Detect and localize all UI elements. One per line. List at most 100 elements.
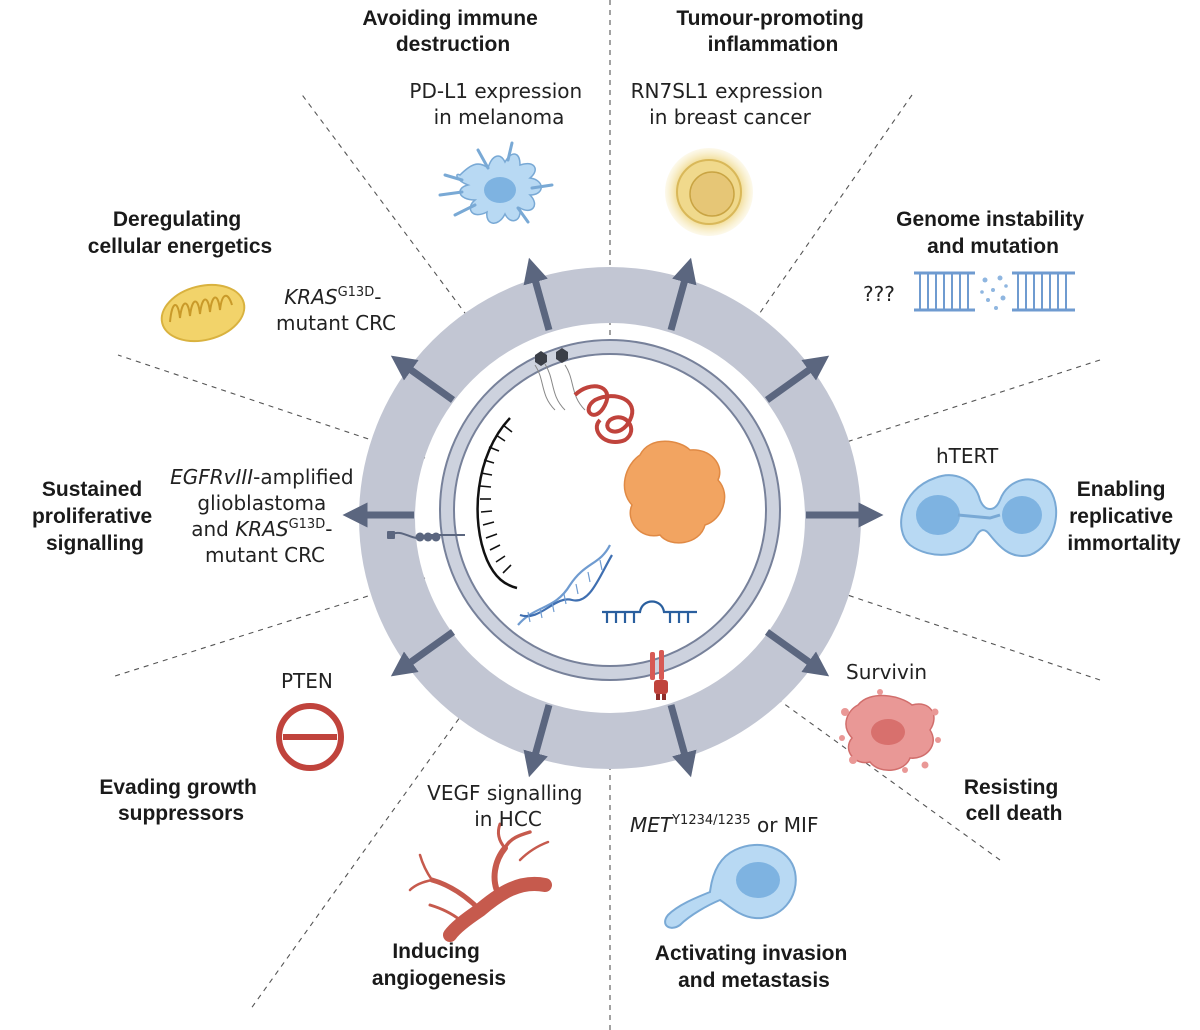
example-unknown: ??? (863, 282, 895, 306)
example-kras-line1: KRASG13D- (284, 285, 381, 309)
arrow-angiogenesis (523, 704, 553, 778)
example-kras-crc: KRASG13D- mutant CRC (276, 285, 396, 335)
label-resisting-cell-death: Resisting cell death (964, 776, 1064, 825)
label-tumour-promoting-inflammation: Tumour-promoting inflammation (676, 7, 869, 56)
example-kras-gene: KRAS (284, 285, 338, 309)
example-egfr-gene: EGFRvIII (170, 465, 253, 489)
example-rn7sl1-breast-cancer: RN7SL1 expression in breast cancer (631, 79, 830, 129)
migrating-cell-icon (664, 843, 797, 929)
label-avoiding-immune-line1: Avoiding immune (362, 7, 537, 30)
label-invasion-line1: Activating invasion (655, 942, 848, 965)
label-tumour-inflammation-line2: inflammation (708, 33, 839, 56)
example-pten: PTEN (281, 669, 333, 693)
example-egfr-line3: and KRASG13D- (191, 517, 332, 541)
example-kras-post: - (374, 285, 381, 309)
label-genome-instability-line2: and mutation (927, 235, 1059, 258)
label-resisting-death-line1: Resisting (964, 776, 1059, 799)
example-met-rest: or MIF (751, 813, 819, 837)
example-kras-line2: mutant CRC (276, 311, 396, 335)
arrow-inflammation (667, 257, 697, 331)
example-egfr-line1-rest: -amplified (253, 465, 353, 489)
membrane-hexagon-proteins (535, 348, 568, 366)
label-evading-growth-suppressors: Evading growth suppressors (99, 776, 262, 825)
mitochondrion-icon (160, 283, 246, 343)
example-met-mif: METY1234/1235 or MIF (630, 813, 818, 837)
example-kras-sup: G13D (338, 285, 375, 300)
example-htert: hTERT (936, 444, 999, 468)
label-energetics-line2: cellular energetics (88, 235, 272, 258)
label-avoiding-immune-destruction: Avoiding immune destruction (362, 7, 543, 56)
example-pdl1-line1: PD-L1 expression (409, 79, 582, 103)
apoptotic-cell-icon (839, 689, 941, 773)
example-egfr-line3-sup: G13D (289, 517, 326, 532)
label-replicative-immortality-line1: Enabling (1077, 478, 1166, 501)
protein-blob-orange (623, 440, 726, 544)
label-sustained-proliferative-signalling: Sustained proliferative signalling (32, 478, 158, 555)
label-angiogenesis-line1: Inducing (392, 940, 480, 963)
label-replicative-immortality-line2: replicative (1069, 505, 1173, 528)
label-evading-line2: suppressors (118, 802, 244, 825)
label-genome-instability: Genome instability and mutation (896, 208, 1090, 258)
example-met-gene: MET (630, 813, 674, 837)
blood-vessel-icon (408, 822, 552, 942)
label-invasion-metastasis: Activating invasion and metastasis (655, 942, 853, 992)
label-proliferative-line3: signalling (46, 532, 144, 555)
example-egfr-line4: mutant CRC (205, 543, 325, 567)
label-proliferative-line2: proliferative (32, 505, 152, 528)
arrow-cell-death (764, 629, 830, 677)
membrane-receptor-left (387, 531, 465, 542)
arrow-invasion (667, 704, 697, 778)
divider-line-upper-left (299, 91, 498, 357)
label-inducing-angiogenesis: Inducing angiogenesis (372, 940, 506, 990)
example-egfr-line3-pre: and (191, 517, 235, 541)
label-genome-instability-line1: Genome instability (896, 208, 1084, 231)
vesicle-membrane-inner-edge (453, 353, 767, 667)
dendritic-cell-icon (438, 141, 554, 224)
example-met-sup: Y1234/1235 (671, 813, 751, 828)
example-egfr-line3-gene: KRAS (235, 517, 289, 541)
label-avoiding-immune-line2: destruction (396, 33, 510, 56)
dividing-cell-icon (900, 474, 1058, 557)
example-egfr-line1: EGFRvIII-amplified (170, 465, 353, 489)
arrow-immune (523, 257, 553, 331)
example-vegf-line1: VEGF signalling (427, 781, 582, 805)
label-angiogenesis-line2: angiogenesis (372, 967, 506, 990)
inflamed-cell-icon (665, 148, 753, 236)
divider-line-lower-right (764, 689, 1001, 861)
dna-strands-top (534, 363, 586, 411)
divider-line-lower-left (249, 677, 489, 1011)
label-invasion-line2: and metastasis (678, 969, 830, 992)
hairpin-rna (602, 600, 697, 623)
example-pdl1-melanoma: PD-L1 expression in melanoma (409, 79, 588, 129)
example-survivin: Survivin (846, 660, 927, 684)
label-deregulating-cellular-energetics: Deregulating cellular energetics (88, 208, 272, 258)
dna-helix-blue (517, 544, 613, 626)
membrane-receptor-red (650, 650, 668, 700)
arrow-energetics (390, 355, 456, 403)
divider-line-right-lower (796, 577, 1101, 681)
single-strand-rna (476, 417, 518, 590)
example-egfr-line2: glioblastoma (197, 491, 326, 515)
tangled-rna-red (573, 384, 635, 444)
vesicle-membrane-outer-edge (439, 339, 781, 681)
rna-bases (479, 424, 513, 574)
vesicle-membrane (440, 340, 780, 680)
example-pdl1-line2: in melanoma (434, 105, 565, 129)
divider-line-upper-right (733, 94, 913, 351)
label-energetics-line1: Deregulating (113, 208, 241, 231)
example-egfr-line3-post: - (325, 517, 332, 541)
example-rn7sl1-line1: RN7SL1 expression (631, 79, 823, 103)
label-replicative-immortality: Enabling replicative immortality (1067, 478, 1181, 555)
divider-line-right-upper (796, 359, 1101, 459)
example-vegf-hcc: VEGF signalling in HCC (427, 781, 589, 831)
pten-inhibition-icon (276, 703, 344, 771)
broken-dna-icon (914, 271, 1075, 312)
label-proliferative-line1: Sustained (42, 478, 142, 501)
hallmark-arrows (342, 257, 884, 778)
arrow-genome (764, 355, 830, 403)
arrow-growth-suppressors (390, 629, 456, 677)
label-tumour-inflammation-line1: Tumour-promoting (676, 7, 863, 30)
example-vegf-line2: in HCC (474, 807, 542, 831)
example-egfr-kras: EGFRvIII-amplified glioblastoma and KRAS… (170, 465, 360, 567)
